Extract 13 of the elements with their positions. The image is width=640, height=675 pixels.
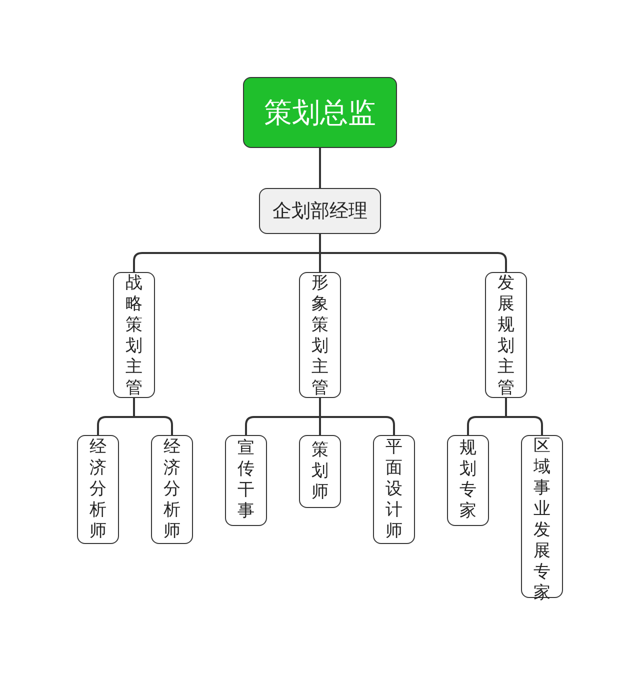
role-box: 规划专家 [447,435,489,526]
role-box: 发展规划主管 [485,272,527,398]
manager-box: 企划部经理 [259,188,381,234]
role-box: 战略策划主管 [113,272,155,398]
role-box: 形象策划主管 [299,272,341,398]
role-box: 经济分析师 [151,435,193,544]
role-box: 平面设计师 [373,435,415,544]
connector-line [319,148,321,188]
connector-line [319,233,507,273]
role-box: 宣传干事 [225,435,267,526]
role-box: 经济分析师 [77,435,119,544]
title-box: 策划总监 [243,77,397,148]
role-box: 策划师 [299,435,341,508]
